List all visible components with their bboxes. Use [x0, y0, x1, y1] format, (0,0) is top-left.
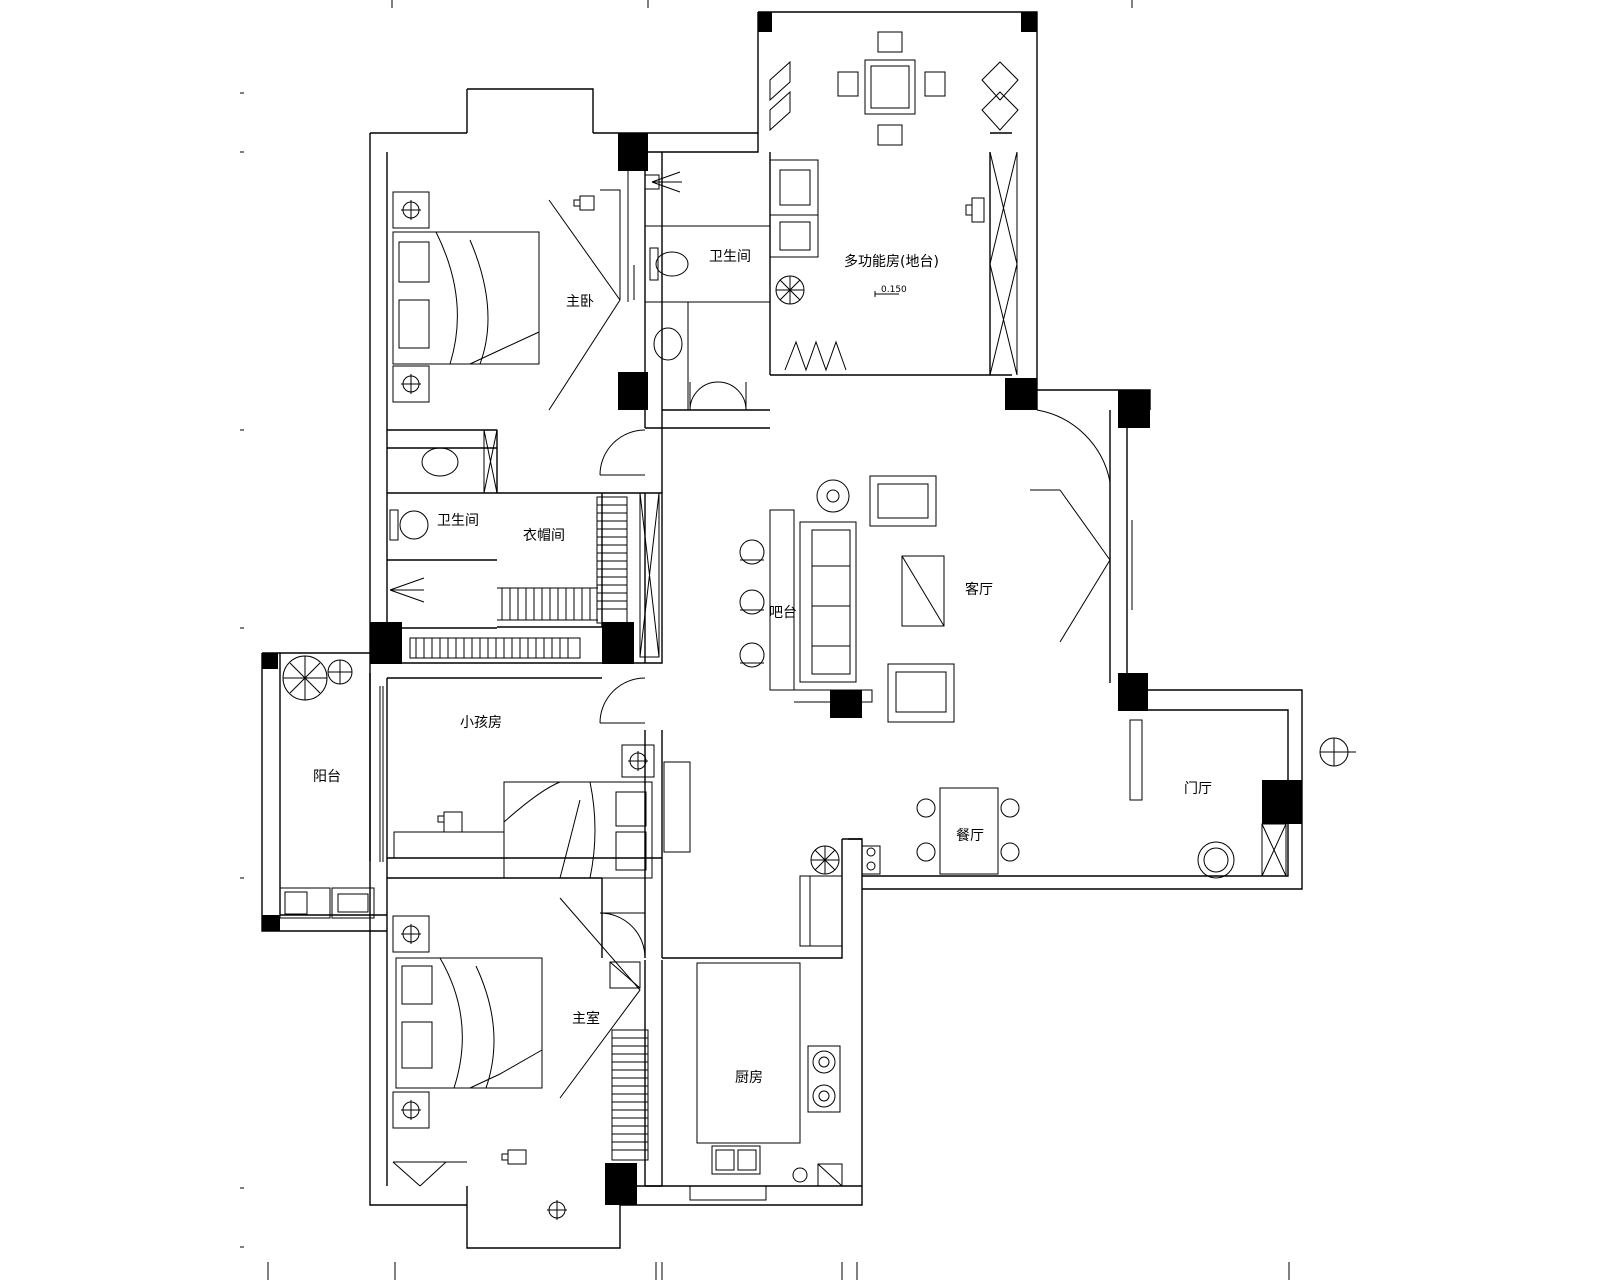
master-bedroom [392, 189, 621, 411]
label-dining-room: 餐厅 [956, 828, 984, 844]
tea-table [864, 59, 916, 115]
dining-table [939, 787, 999, 875]
balcony [279, 655, 375, 919]
label-cloakroom: 衣帽间 [523, 528, 565, 544]
living-room [739, 409, 1133, 723]
sofa [799, 521, 857, 683]
kitchen-island [696, 962, 801, 1144]
shared-bathroom-and-cloakroom [389, 429, 660, 659]
master-bathroom [627, 170, 770, 411]
stove-burner-icon [812, 1050, 836, 1074]
label-bathroom-master: 卫生间 [709, 249, 751, 265]
label-kitchen: 厨房 [735, 1070, 763, 1086]
label-master-bedroom: 主卧 [566, 294, 594, 310]
room-labels: 主卧 卫生间 多功能房(地台) 0.150 卫生间 衣帽间 客厅 吧台 小孩房 … [313, 249, 1212, 1086]
side-table [816, 479, 850, 513]
label-living-room: 客厅 [965, 581, 993, 598]
label-second-bedroom: 主室 [572, 1010, 600, 1027]
kids-room [379, 677, 691, 879]
sink-icon [653, 327, 683, 361]
label-kids-room: 小孩房 [460, 715, 502, 731]
sink-icon [421, 447, 459, 477]
multifunction-room [769, 31, 1019, 376]
label-bar-counter: 吧台 [769, 605, 797, 621]
stove-burner-icon [812, 1084, 836, 1108]
second-bedroom [392, 897, 649, 1220]
bar-counter [769, 509, 795, 691]
kids-bed [503, 781, 653, 879]
second-bed [395, 957, 543, 1089]
exterior-walls [261, 11, 1303, 1249]
kitchen [689, 962, 843, 1201]
toilet-icon [655, 251, 689, 277]
master-bed [392, 231, 540, 365]
structural-columns [262, 12, 1302, 1205]
label-balcony: 阳台 [313, 769, 341, 785]
label-foyer: 门厅 [1184, 781, 1212, 797]
dimension-ticks [240, 0, 1290, 1280]
kitchen-sink [711, 1145, 761, 1175]
dining-and-foyer [799, 719, 1356, 947]
label-multifunction-room: 多功能房(地台) [844, 253, 939, 270]
label-bathroom-shared: 卫生间 [437, 513, 479, 529]
toilet-icon [399, 510, 429, 540]
interior-walls [387, 152, 862, 1187]
level-mark: 0.150 [881, 285, 907, 295]
